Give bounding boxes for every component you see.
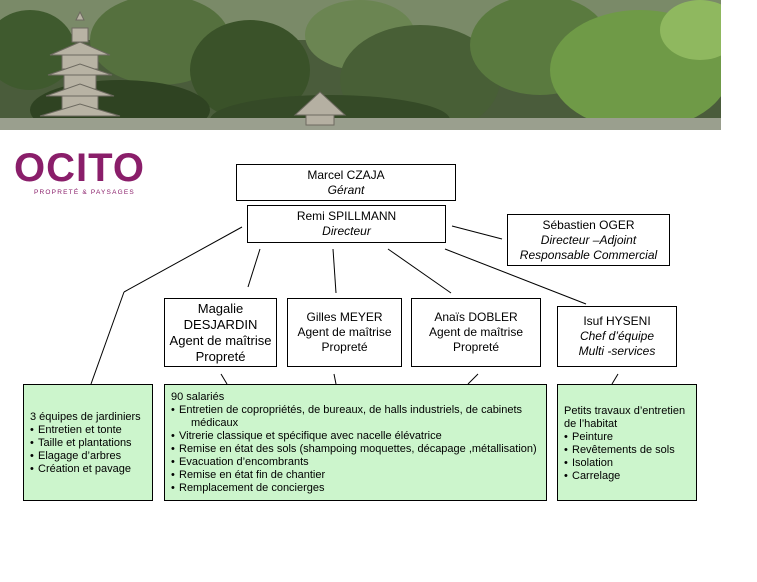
list-item: Carrelage: [564, 470, 690, 483]
list-item: Entretien et tonte: [30, 424, 146, 437]
person-name: Remi SPILLMANN: [296, 209, 397, 223]
list-item: Entretien de copropriétés, de bureaux, d…: [171, 404, 540, 417]
header-banner-photo: [0, 0, 721, 130]
list-item: Vitrerie classique et spécifique avec na…: [171, 430, 540, 443]
person-role: Agent de maîtrise: [428, 325, 524, 339]
person-name: Sébastien OGER: [542, 217, 635, 232]
person-department: Propreté: [195, 348, 246, 364]
team-task-list: Entretien de copropriétés, de bureaux, d…: [171, 404, 540, 495]
person-name: Marcel CZAJA: [307, 167, 385, 182]
list-item: Evacuation d’encombrants: [171, 456, 540, 469]
person-role: Agent de maîtrise: [297, 325, 392, 339]
connector-hyseni-habitat: [611, 373, 619, 385]
connector-dobler-salaries: [467, 373, 479, 385]
org-node-dobler: Anaïs DOBLER Agent de maîtrise Propreté: [411, 298, 541, 367]
team-header: Petits travaux d’entretien: [564, 405, 686, 417]
connector-directeur-meyer: [332, 248, 337, 294]
person-name: Gilles MEYER: [306, 310, 383, 324]
person-department: Propreté: [452, 340, 500, 354]
list-item: Remise en état des sols (shampoing moque…: [171, 443, 540, 456]
team-box-habitat: Petits travaux d’entretien de l’habitat …: [557, 384, 697, 501]
person-role: Chef d’équipe: [579, 329, 655, 343]
person-role: Directeur: [322, 224, 371, 238]
team-header: 90 salariés: [171, 391, 225, 403]
list-item: Revêtements de sols: [564, 444, 690, 457]
logo-tagline: PROPRETÉ & PAYSAGES: [34, 189, 135, 196]
connector-directeur-adjoint: [451, 225, 503, 240]
person-role: Directeur –Adjoint: [540, 232, 637, 247]
person-role-secondary: Multi -services: [578, 344, 656, 358]
list-item-continuation: médicaux: [191, 417, 239, 429]
list-item: Taille et plantations: [30, 437, 146, 450]
list-item: Elagage d’arbres: [30, 450, 146, 463]
person-role-secondary: Responsable Commercial: [519, 247, 658, 262]
person-role: Gérant: [327, 182, 365, 197]
org-node-desjardin: Magalie DESJARDIN Agent de maîtrise Prop…: [164, 298, 277, 367]
list-item: Remplacement de concierges: [171, 482, 540, 495]
person-name: Isuf HYSENI: [583, 314, 651, 328]
team-box-jardiniers: 3 équipes de jardiniers Entretien et ton…: [23, 384, 153, 501]
garden-photo-illustration: [0, 0, 721, 130]
org-node-directeur: Remi SPILLMANN Directeur: [247, 205, 446, 243]
list-item: Peinture: [564, 431, 690, 444]
team-header: 3 équipes de jardiniers: [30, 411, 141, 423]
list-item: Remise en état fin de chantier: [171, 469, 540, 482]
org-node-meyer: Gilles MEYER Agent de maîtrise Propreté: [287, 298, 402, 367]
connector-directeur-desjardin: [247, 248, 261, 288]
connector-directeur-dobler: [387, 248, 452, 294]
connector-meyer-salaries: [333, 373, 337, 385]
team-task-list: Peinture Revêtements de sols Isolation C…: [564, 431, 690, 483]
org-node-directeur-adjoint: Sébastien OGER Directeur –Adjoint Respon…: [507, 214, 670, 266]
team-box-salaries: 90 salariés Entretien de copropriétés, d…: [164, 384, 547, 501]
connector-desjardin-salaries: [220, 373, 228, 385]
person-department: Propreté: [321, 340, 368, 354]
person-name: Anaïs DOBLER: [434, 310, 518, 324]
person-first-name: Magalie: [197, 300, 244, 316]
connector-jardiniers-drop: [90, 291, 125, 385]
connector-directeur-jardiniers: [123, 226, 243, 293]
team-header-continuation: de l’habitat: [564, 418, 618, 430]
person-role: Agent de maîtrise: [169, 332, 272, 348]
org-node-hyseni: Isuf HYSENI Chef d’équipe Multi -service…: [557, 306, 677, 367]
list-item: Isolation: [564, 457, 690, 470]
org-node-gerant: Marcel CZAJA Gérant: [236, 164, 456, 201]
person-last-name: DESJARDIN: [183, 316, 258, 332]
team-task-list: Entretien et tonte Taille et plantations…: [30, 424, 146, 476]
ocito-logo: OCITO PROPRETÉ & PAYSAGES: [14, 148, 176, 198]
logo-wordmark: OCITO: [14, 146, 145, 190]
list-item: Création et pavage: [30, 463, 146, 476]
